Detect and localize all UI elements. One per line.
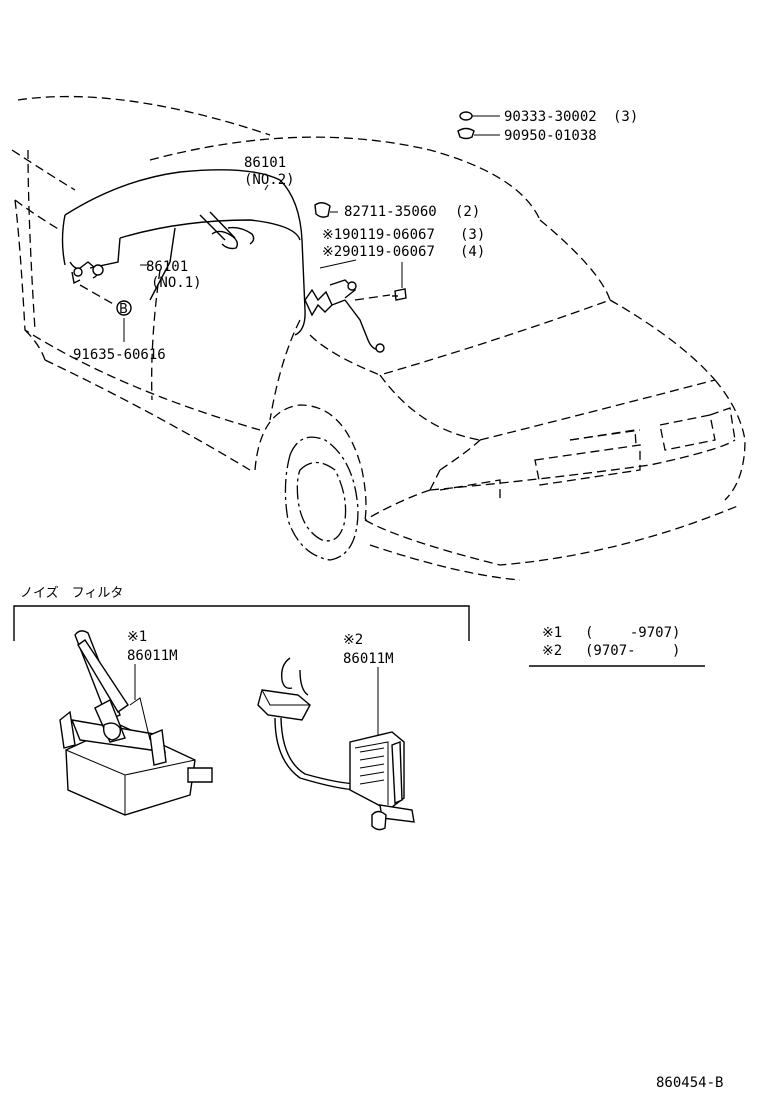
part-number-86101-no1: 86101 <box>146 259 188 275</box>
legend-1-mark: ※1 <box>542 625 562 641</box>
grommet-icon <box>314 202 331 218</box>
bolt-b-icon <box>116 300 132 316</box>
antenna-harness <box>61 115 500 353</box>
part-number-86101-no2: 86101 <box>244 155 286 171</box>
part-number-90119-2: ※290119-06067 <box>322 244 435 260</box>
part-number-91635: 91635-60616 <box>73 347 166 363</box>
part-number-82711: 82711-35060 <box>344 204 437 220</box>
part-sub-86101-no1: (NO.1) <box>151 275 202 291</box>
bolt-b-badge: B <box>119 302 128 317</box>
noise-filter-1-number: 86011M <box>127 648 178 664</box>
part-qty-90119-1: (3) <box>460 227 485 243</box>
noise-filter-2-number: 86011M <box>343 651 394 667</box>
noise-filter-1-mark: ※1 <box>127 629 147 645</box>
clip-icon <box>459 111 473 121</box>
noise-filter-heading: ノイズ フィルタ <box>20 585 123 601</box>
part-number-90333: 90333-30002 <box>504 109 597 125</box>
legend-1-range: ( -9707) <box>585 625 680 641</box>
part-qty-90119-2: (4) <box>460 244 485 260</box>
legend-2-range: (9707- ) <box>585 643 680 659</box>
noise-filter-frame <box>13 605 470 641</box>
legend: ※1 ( -9707) ※2 (9707- ) <box>529 625 705 667</box>
part-number-90950: 90950-01038 <box>504 128 597 144</box>
part-sub-86101-no2: (NO.2) <box>244 172 295 188</box>
part-qty-82711: (2) <box>455 204 480 220</box>
washer-icon <box>457 127 475 140</box>
car-outline <box>11 95 746 581</box>
noise-filter-2-mark: ※2 <box>343 632 363 648</box>
noise-filter-2-drawing <box>257 657 415 831</box>
part-number-90119-1: ※190119-06067 <box>322 227 435 243</box>
noise-filter-1-drawing <box>59 630 213 816</box>
part-qty-90333: (3) <box>613 109 638 125</box>
legend-2-mark: ※2 <box>542 643 562 659</box>
figure-code: 860454-B <box>656 1075 723 1091</box>
